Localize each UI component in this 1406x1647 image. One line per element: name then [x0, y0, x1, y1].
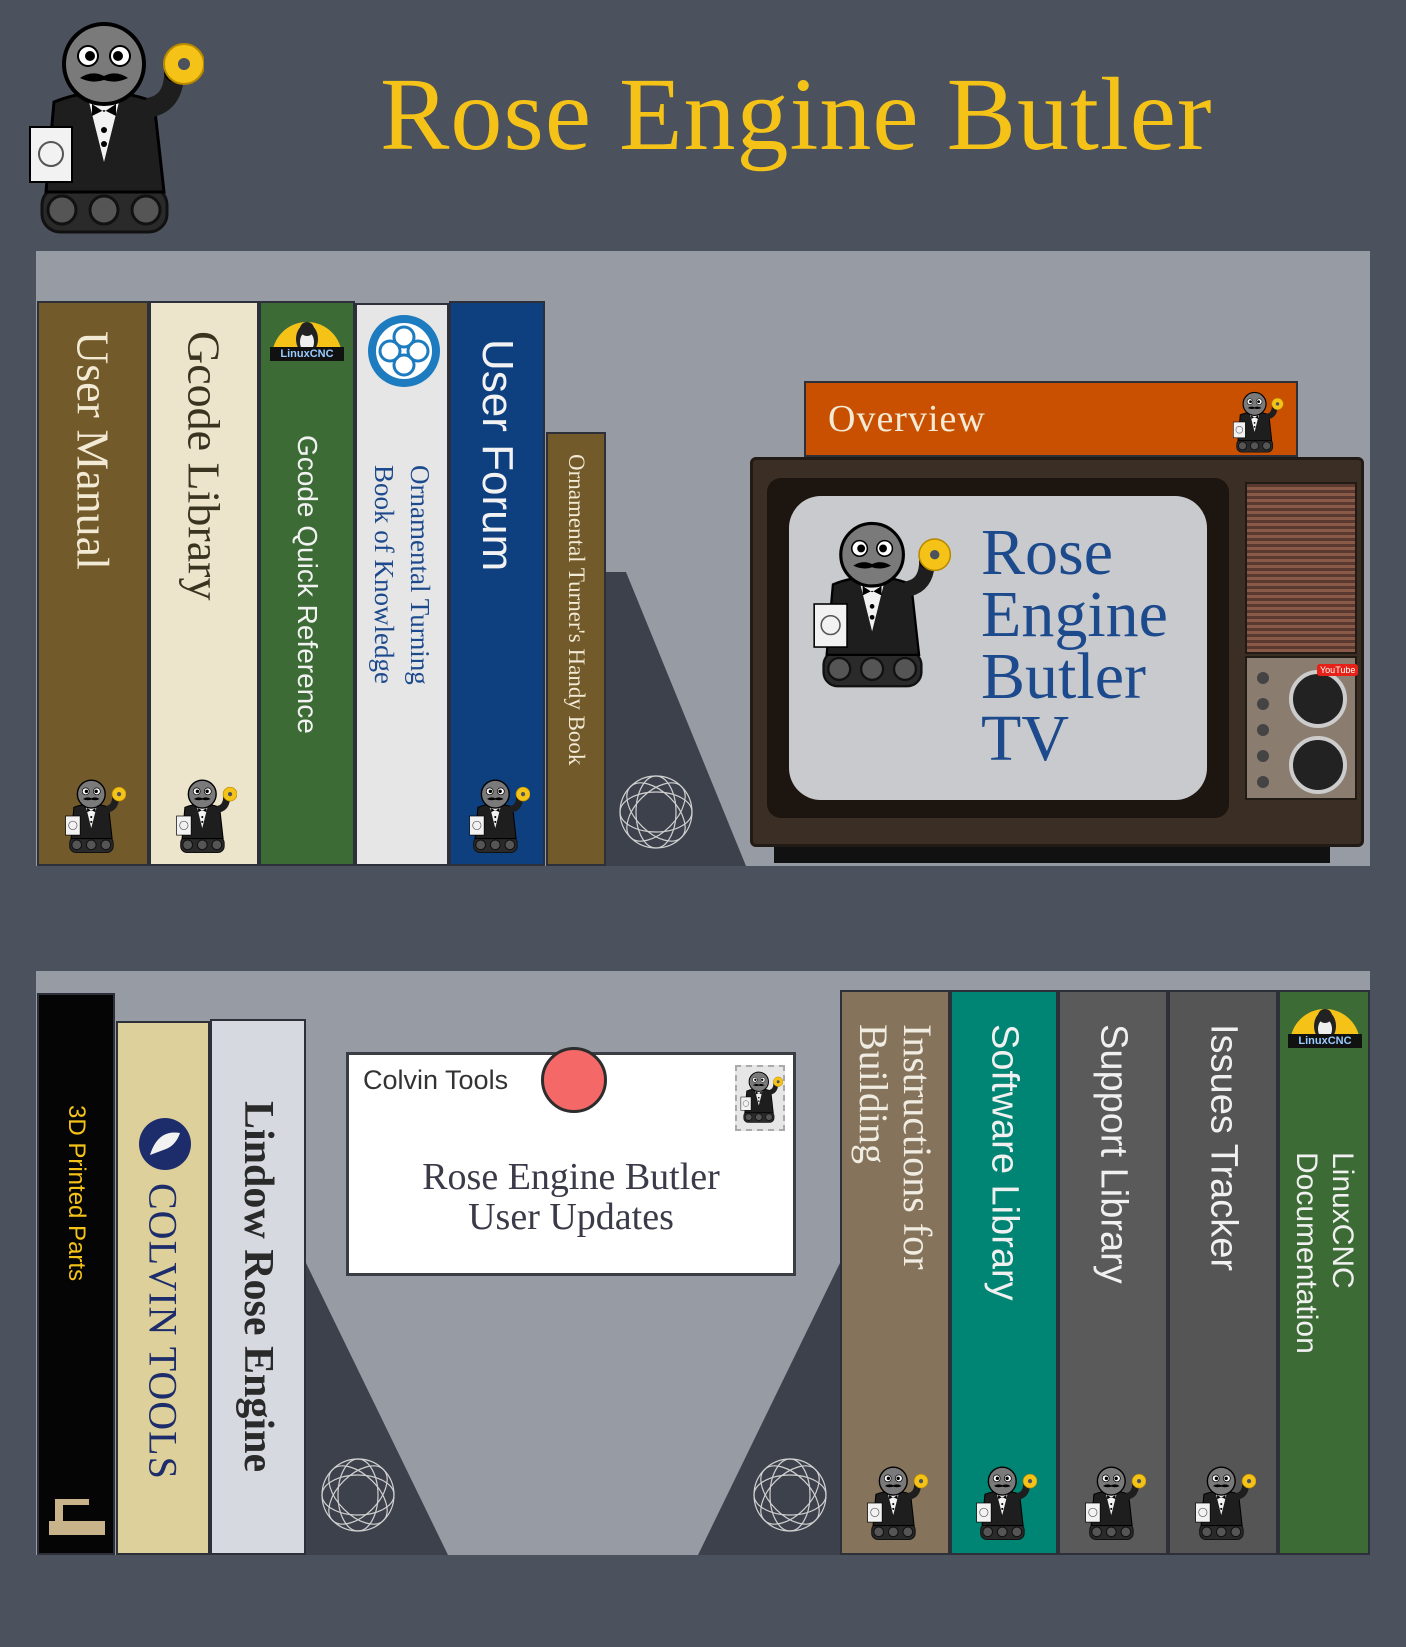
- book-3d-printed-parts[interactable]: 3D Printed Parts: [37, 993, 115, 1555]
- page-title: Rose Engine Butler: [380, 57, 1213, 172]
- bookend: [606, 572, 746, 866]
- book-label: Gcode Quick Reference: [292, 435, 323, 734]
- butler-icon: [737, 1067, 783, 1127]
- card-sender: Colvin Tools: [363, 1065, 509, 1095]
- book-label: Software Library: [983, 1024, 1026, 1301]
- book-label-line1: Instructions for: [895, 1024, 940, 1270]
- notification-dot: [541, 1047, 607, 1113]
- printer-icon: [49, 1499, 105, 1535]
- book-label: Ornamental Turning Book of Knowledge: [366, 465, 438, 685]
- tv-speaker: [1245, 482, 1357, 654]
- tv-dial-icon: [1289, 670, 1347, 728]
- book-linuxcnc-documentation[interactable]: LinuxCNC LinuxCNC Documentation: [1278, 990, 1370, 1555]
- butler-icon: [801, 514, 951, 694]
- card-line1: Rose Engine Butler: [422, 1156, 720, 1198]
- book-user-manual[interactable]: User Manual: [37, 301, 149, 866]
- tv-screen: Rose Engine Butler TV: [789, 496, 1207, 800]
- book-label: Instructions for Building: [851, 1024, 940, 1270]
- book-label-line2: Documentation: [1290, 1152, 1323, 1354]
- book-label: Overview: [828, 398, 986, 440]
- book-label: Lindow Rose Engine: [235, 1101, 281, 1473]
- butler-icon: [60, 776, 126, 856]
- book-user-forum[interactable]: User Forum: [449, 301, 545, 866]
- tv-line1: Rose: [981, 516, 1113, 589]
- tv-line2: Engine: [981, 578, 1168, 651]
- bookend: [698, 1263, 840, 1555]
- butler-icon: [171, 776, 237, 856]
- tv-button: [1257, 724, 1269, 736]
- linuxcnc-badge: LinuxCNC: [270, 347, 344, 361]
- book-ornamental-turning-knowledge[interactable]: Ornamental Turning Book of Knowledge: [355, 303, 449, 866]
- book-label: 3D Printed Parts: [63, 1105, 90, 1282]
- butler-icon: [464, 776, 530, 856]
- butler-logo: [29, 22, 204, 234]
- linuxcnc-logo: LinuxCNC: [1284, 1000, 1366, 1050]
- book-label: User Manual: [67, 331, 119, 570]
- book-label: COLVIN TOOLS: [140, 1183, 186, 1480]
- tv-dial-icon: [1289, 736, 1347, 794]
- book-gcode-library[interactable]: Gcode Library: [149, 301, 259, 866]
- tv-line3: Butler: [981, 640, 1146, 713]
- rosette-logo: [368, 315, 440, 387]
- card-line2: User Updates: [468, 1196, 674, 1238]
- book-overview[interactable]: Overview: [804, 381, 1298, 457]
- stamp-icon: [735, 1065, 785, 1131]
- butler-icon: [971, 1463, 1037, 1543]
- linuxcnc-badge: LinuxCNC: [1288, 1034, 1362, 1048]
- tv-button: [1257, 672, 1269, 684]
- tv[interactable]: Rose Engine Butler TV YouTube: [750, 457, 1364, 847]
- book-label-line1: LinuxCNC: [1326, 1152, 1359, 1289]
- butler-icon: [1190, 1463, 1256, 1543]
- linuxcnc-logo: LinuxCNC: [266, 313, 348, 361]
- book-label-line2: Book of Knowledge: [369, 465, 399, 684]
- tv-control-panel: YouTube: [1245, 656, 1359, 800]
- youtube-badge: YouTube: [1317, 664, 1359, 676]
- book-ornamental-turners-handy-book[interactable]: Ornamental Turner's Handy Book: [546, 432, 606, 866]
- book-support-library[interactable]: Support Library: [1058, 990, 1168, 1555]
- tv-button: [1257, 750, 1269, 762]
- book-issues-tracker[interactable]: Issues Tracker: [1168, 990, 1278, 1555]
- tv-button: [1257, 698, 1269, 710]
- book-label: Ornamental Turner's Handy Book: [564, 454, 589, 766]
- book-software-library[interactable]: Software Library: [950, 990, 1058, 1555]
- bookend: [306, 1263, 448, 1555]
- tv-stand: [774, 847, 1330, 863]
- book-label: Support Library: [1092, 1024, 1135, 1284]
- butler-icon: [1080, 1463, 1146, 1543]
- book-label-line2: Building: [851, 1024, 896, 1165]
- book-label-line1: Ornamental Turning: [405, 465, 435, 685]
- card-message: Rose Engine Butler User Updates: [349, 1157, 793, 1237]
- book-colvin-tools[interactable]: COLVIN TOOLS: [116, 1021, 210, 1555]
- book-gcode-quick-reference[interactable]: LinuxCNC Gcode Quick Reference: [259, 301, 355, 866]
- book-label: User Forum: [473, 339, 522, 572]
- book-label: Issues Tracker: [1202, 1024, 1245, 1272]
- butler-icon: [862, 1463, 928, 1543]
- tv-title: Rose Engine Butler TV: [981, 516, 1168, 775]
- butler-icon: [1226, 389, 1286, 455]
- book-lindow-rose-engine[interactable]: Lindow Rose Engine: [210, 1019, 306, 1555]
- book-instructions-for-building[interactable]: Instructions for Building: [840, 990, 950, 1555]
- book-label: LinuxCNC Documentation: [1288, 1152, 1360, 1354]
- tv-button: [1257, 776, 1269, 788]
- horse-logo-icon: [139, 1118, 191, 1170]
- user-updates-card[interactable]: Colvin Tools Rose Engine Butler User Upd…: [346, 1047, 796, 1276]
- tv-line4: TV: [981, 702, 1069, 775]
- book-label: Gcode Library: [178, 331, 230, 601]
